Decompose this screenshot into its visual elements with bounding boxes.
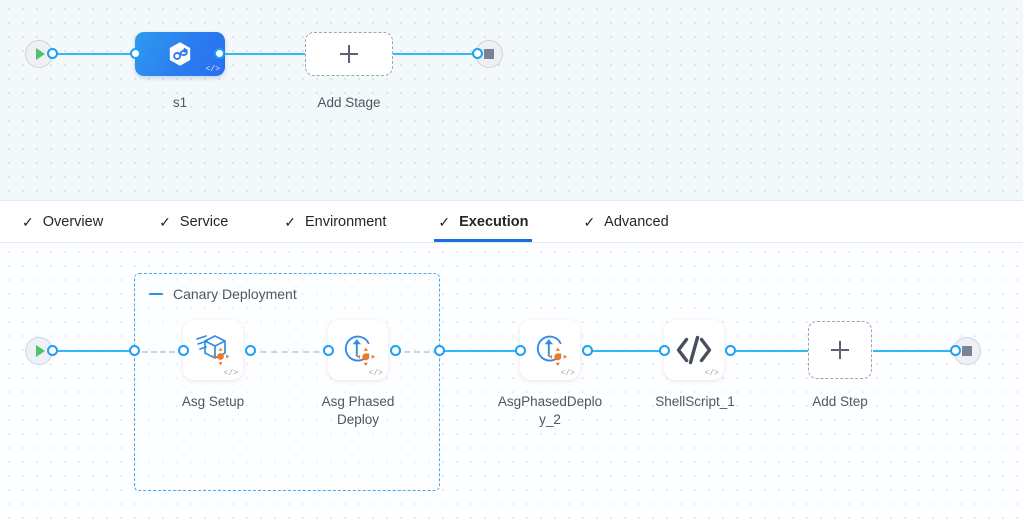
port-group-out[interactable] [434,345,445,356]
stage-canvas[interactable]: </> s1 Add Stage [0,0,1023,200]
edge-add-to-end [392,53,480,56]
step-node-asg-phased-deploy[interactable]: </> [328,320,388,380]
tab-label: Execution [459,213,529,230]
tab-environment[interactable]: ✓ Environment [284,201,386,242]
port-stage-out[interactable] [214,48,225,59]
edge-start-to-stage [50,53,138,56]
pipeline-end-node[interactable] [475,40,503,68]
tab-overview[interactable]: ✓ Overview [22,201,103,242]
check-icon: ✓ [159,213,171,230]
check-icon: ✓ [22,213,34,230]
tab-execution[interactable]: ✓ Execution [434,201,533,242]
edge-stage-to-add [219,53,309,56]
check-icon: ✓ [583,213,596,230]
step-code-badge: </> [704,369,719,378]
step-group-header: Canary Deployment [149,286,297,302]
minus-icon[interactable] [149,292,163,296]
edge-group-to-asgphased2 [441,350,523,353]
port-asgphaseddeploy2-in[interactable] [515,345,526,356]
tab-label: Environment [305,213,387,230]
edge-addstep-to-end [873,350,958,353]
step-group-title: Canary Deployment [173,286,297,302]
edge-group-in-to-asg-setup [142,351,184,353]
edge-asg-setup-to-phased [250,351,330,353]
add-step-button[interactable] [808,321,872,379]
execution-canvas[interactable]: Canary Deployment [0,243,1023,521]
asg-phased-deploy-icon [344,335,375,366]
edge-shellscript-to-addstep [730,350,810,353]
port-asg-setup-in[interactable] [178,345,189,356]
step-code-badge: </> [223,369,238,378]
port-end-in[interactable] [472,48,483,59]
port-asg-setup-out[interactable] [245,345,256,356]
asg-phased-deploy-icon [536,335,567,366]
port-exec-start-out[interactable] [47,345,58,356]
tab-label: Service [179,213,229,230]
port-asgphaseddeploy2-out[interactable] [582,345,593,356]
port-group-in[interactable] [129,345,140,356]
shell-script-code-icon [676,335,712,365]
port-exec-end-in[interactable] [950,345,961,356]
port-start-out[interactable] [47,48,58,59]
edge-asgphased2-to-shellscript [587,350,667,353]
step-node-asg-setup[interactable]: </> [183,320,243,380]
stage-node-s1[interactable]: </> [135,32,225,76]
play-icon [36,48,45,60]
play-icon [36,345,45,357]
check-icon: ✓ [438,213,451,230]
tab-advanced[interactable]: ✓ Advanced [583,201,668,242]
execution-start-node[interactable] [25,337,53,365]
plus-icon [340,45,358,63]
asg-setup-cube-icon [196,335,230,366]
edge-exec-start-to-group [50,350,138,353]
add-stage-label: Add Stage [317,95,381,110]
step-label-shellscript1: ShellScript_1 [655,394,735,409]
port-shellscript1-out[interactable] [725,345,736,356]
tab-label: Overview [42,213,104,230]
tab-label: Advanced [604,213,669,230]
step-code-badge: </> [560,369,575,378]
stage-config-tabs: ✓ Overview ✓ Service ✓ Environment ✓ Exe… [0,200,1023,243]
stop-icon [484,49,494,59]
edge-phased-to-group-out [395,351,439,353]
port-shellscript1-in[interactable] [659,345,670,356]
port-stage-in[interactable] [130,48,141,59]
check-icon: ✓ [284,213,296,230]
step-label-asgphaseddeploy2: AsgPhasedDeploy_2 [497,394,603,427]
add-step-label: Add Step [812,394,868,409]
harness-deployment-hexagon-icon [169,42,191,66]
stage-code-badge: </> [205,65,220,74]
step-group-canary-deployment[interactable]: Canary Deployment [134,273,440,491]
add-stage-button[interactable] [305,32,393,76]
stop-icon [962,346,972,356]
tab-service[interactable]: ✓ Service [159,201,228,242]
port-asg-phased-deploy-in[interactable] [323,345,334,356]
step-code-badge: </> [368,369,383,378]
step-node-shellscript1[interactable]: </> [664,320,724,380]
stage-label-s1: s1 [172,95,188,110]
port-asg-phased-deploy-out[interactable] [390,345,401,356]
plus-icon [831,341,849,359]
step-node-asgphaseddeploy2[interactable]: </> [520,320,580,380]
